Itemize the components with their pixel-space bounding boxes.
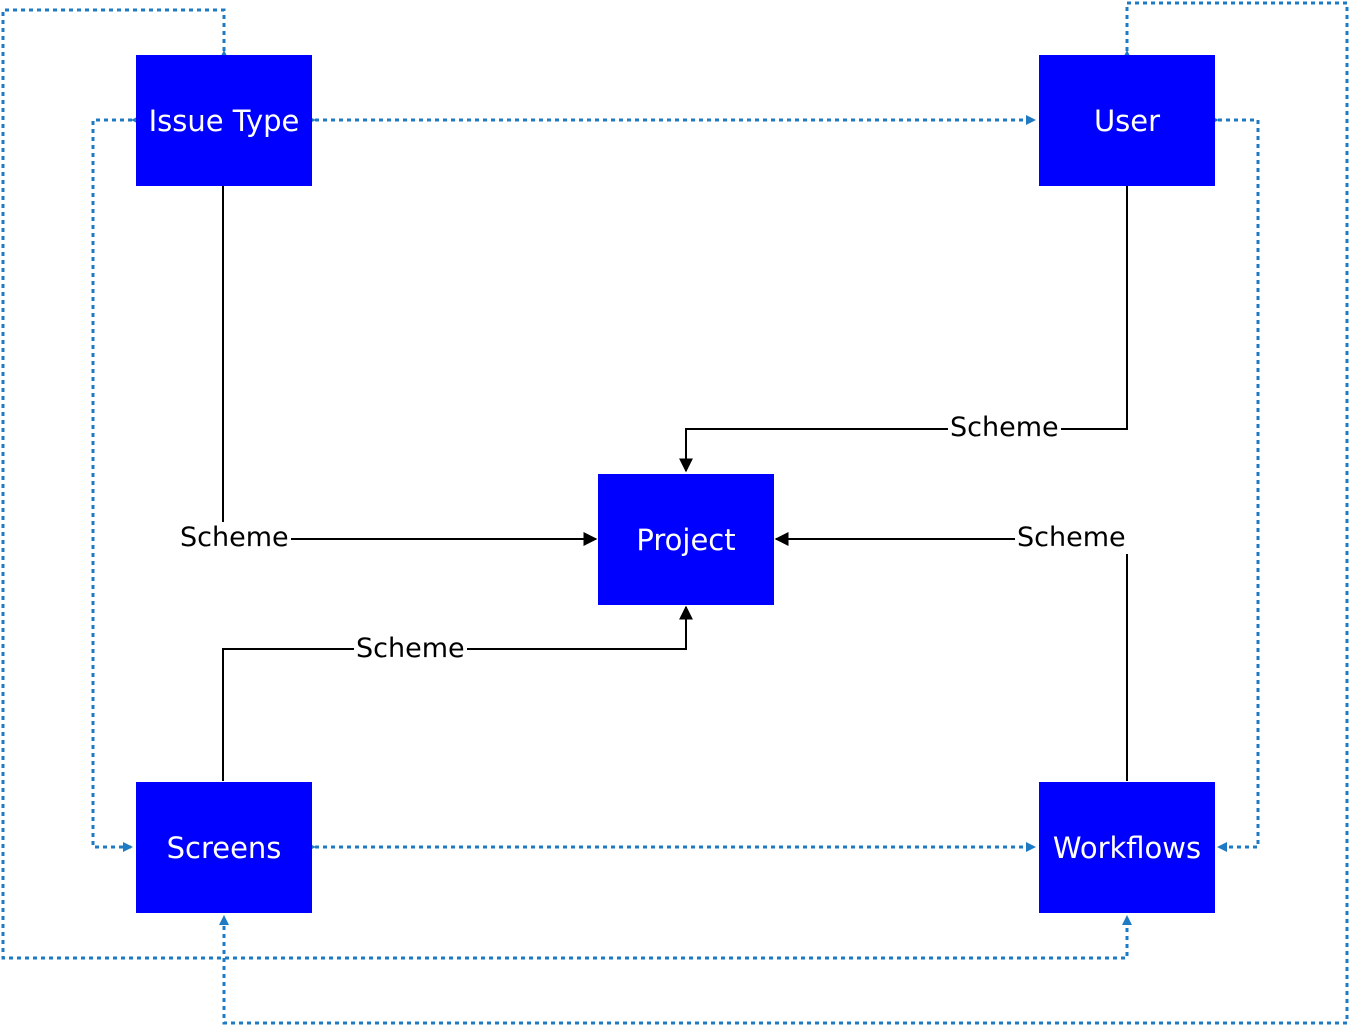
- node-issue-type-label: Issue Type: [148, 103, 300, 138]
- connector-issue-type-workflows: [1, 8, 1132, 960]
- node-workflows[interactable]: Workflows: [1039, 782, 1215, 913]
- edge-label-workflows-project: Scheme: [1015, 522, 1128, 554]
- edge-label-issue-type-project: Scheme: [178, 522, 291, 554]
- node-workflows-label: Workflows: [1052, 830, 1202, 865]
- node-project-label: Project: [636, 522, 736, 557]
- connector-issue-type-screens: [91, 115, 141, 852]
- edge-label-screens-project: Scheme: [354, 633, 467, 665]
- connector-user-project: [679, 186, 1128, 473]
- node-issue-type[interactable]: Issue Type: [136, 55, 312, 186]
- connector-issue-type-project: [222, 186, 598, 546]
- connector-workflows-project: [774, 532, 1128, 781]
- connector-user-workflows: [1209, 115, 1260, 852]
- node-project[interactable]: Project: [598, 474, 774, 605]
- edge-label-user-project: Scheme: [948, 412, 1061, 444]
- node-screens[interactable]: Screens: [136, 782, 312, 913]
- connector-user-screens: [219, 1, 1349, 1025]
- node-user-label: User: [1093, 103, 1161, 138]
- node-user[interactable]: User: [1039, 55, 1215, 186]
- node-screens-label: Screens: [166, 830, 282, 865]
